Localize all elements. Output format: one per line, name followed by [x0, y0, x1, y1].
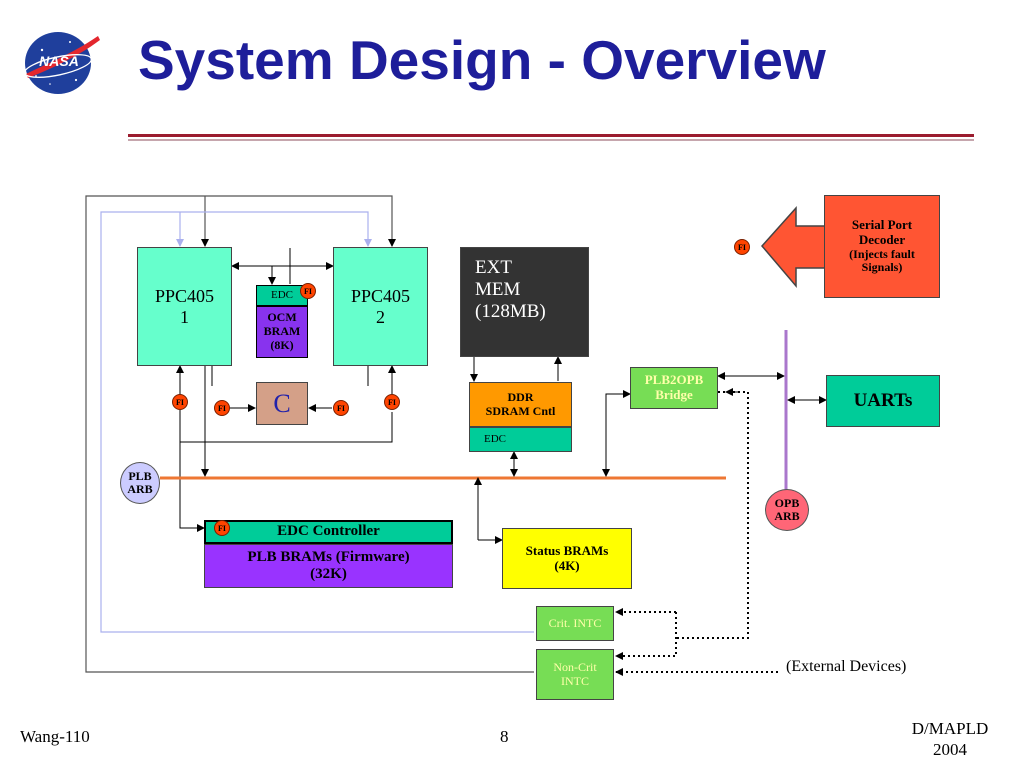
opb-arbiter: OPB ARB	[765, 489, 809, 531]
ppc405-2-block: PPC405 2	[333, 247, 428, 366]
fi-marker-ppc1-right: FI	[214, 400, 230, 416]
fi-marker-ocm: FI	[300, 283, 316, 299]
comparator-label: C	[273, 389, 290, 419]
uarts-block: UARTs	[826, 375, 940, 427]
crit-intc-block: Crit. INTC	[536, 606, 614, 641]
ocm-bram-block: OCM BRAM (8K)	[256, 306, 308, 358]
serial-port-decoder-block: Serial Port Decoder (Injects fault Signa…	[824, 195, 940, 298]
plb-arbiter: PLB ARB	[120, 462, 160, 504]
comparator-block: C	[256, 382, 308, 425]
noncrit-intc-block: Non-Crit INTC	[536, 649, 614, 700]
fi-marker-serial: FI	[734, 239, 750, 255]
status-brams-block: Status BRAMs (4K)	[502, 528, 632, 589]
plb-brams-block: PLB BRAMs (Firmware) (32K)	[204, 544, 453, 588]
edc-controller-block: EDC Controller	[204, 520, 453, 544]
fi-marker-ppc2-right: FI	[384, 394, 400, 410]
ppc405-2-label: PPC405	[351, 286, 410, 307]
ddr-edc-block: EDC	[469, 427, 572, 452]
footer-page-number: 8	[500, 727, 509, 747]
fi-marker-ppc1-left: FI	[172, 394, 188, 410]
footer-right: D/MAPLD 2004	[900, 718, 1000, 761]
footer-left: Wang-110	[20, 727, 90, 747]
ppc405-2-number: 2	[376, 307, 385, 328]
ppc405-1-number: 1	[180, 307, 189, 328]
external-devices-label: (External Devices)	[786, 658, 906, 676]
ext-mem-block: EXT MEM (128MB)	[460, 247, 589, 357]
ppc405-1-block: PPC405 1	[137, 247, 232, 366]
serial-port-arrow-icon	[760, 206, 830, 290]
fi-marker-edc-controller: FI	[214, 520, 230, 536]
ocm-edc-label: EDC	[271, 289, 293, 302]
fi-marker-ppc2-left: FI	[333, 400, 349, 416]
ddr-sdram-controller-block: DDR SDRAM Cntl	[469, 382, 572, 427]
plb2opb-bridge-block: PLB2OPB Bridge	[630, 367, 718, 409]
ppc405-1-label: PPC405	[155, 286, 214, 307]
